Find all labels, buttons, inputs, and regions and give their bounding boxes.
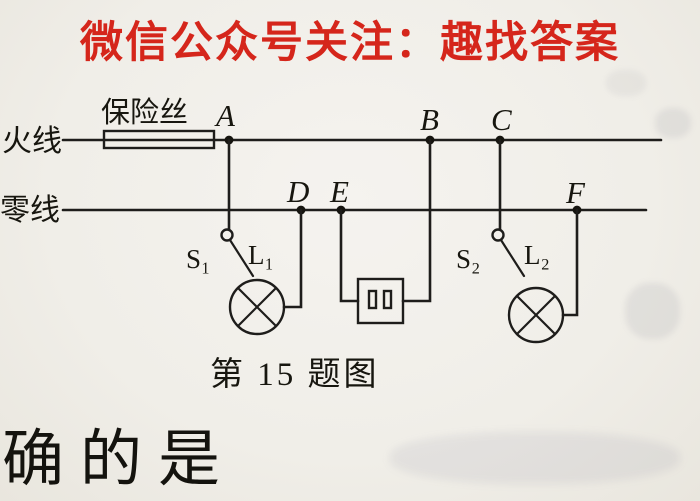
node-label-a: A [214,98,236,133]
lamp-l1-label: L₁ [248,240,274,270]
socket-slot-left [367,289,378,310]
neutral-wire-label: 零线 [0,194,60,227]
switch-s1-label: S₁ [186,244,210,274]
e-to-socket-wire [339,208,360,303]
switch-s2-pivot [491,228,505,242]
lamp-l1-to-d-wire [282,208,303,309]
lamp-l2-label: L₂ [524,240,550,270]
lamp-l2 [507,208,579,344]
node-label-f: F [565,175,586,210]
switch-s2 [491,138,526,278]
live-wire: 火线 [2,125,663,158]
circuit-diagram: 火线 保险丝 零线 A B C D E F [0,96,663,393]
switch-s1 [220,138,255,278]
socket-slot-right [382,289,393,310]
figure-caption: 第 15 题图 [210,356,380,393]
lamp-l2-cross-2 [515,294,557,336]
socket [339,138,432,325]
bleed-through-artifact [606,70,646,96]
lamp-l1-cross-2 [236,286,278,328]
lamp-l2-to-f-wire [561,208,579,317]
fuse: 保险丝 [101,96,216,150]
lamp-l1 [228,208,303,336]
switch-s2-blade [499,238,526,278]
node-label-b: B [420,102,439,137]
fuse-symbol [102,129,216,150]
switch-s1-pivot [220,228,234,242]
switch-s2-label: S₂ [456,244,480,274]
node-label-d: D [286,174,309,209]
socket-body [356,277,405,325]
question-text: 确的是 [2,426,237,494]
neutral-wire: 零线 [0,194,648,227]
bleed-through-artifact [390,432,680,484]
bleed-through-artifact [625,283,680,339]
switch-s1-blade [228,238,255,278]
live-wire-label: 火线 [2,125,62,158]
page-title: 微信公众号关注：趣找答案 [80,19,620,67]
node-label-e: E [329,174,349,209]
node-label-c: C [491,102,512,137]
b-to-socket-wire [401,138,432,303]
fuse-label: 保险丝 [101,96,188,129]
node-dots [224,135,582,215]
bleed-through-artifact [655,108,691,138]
